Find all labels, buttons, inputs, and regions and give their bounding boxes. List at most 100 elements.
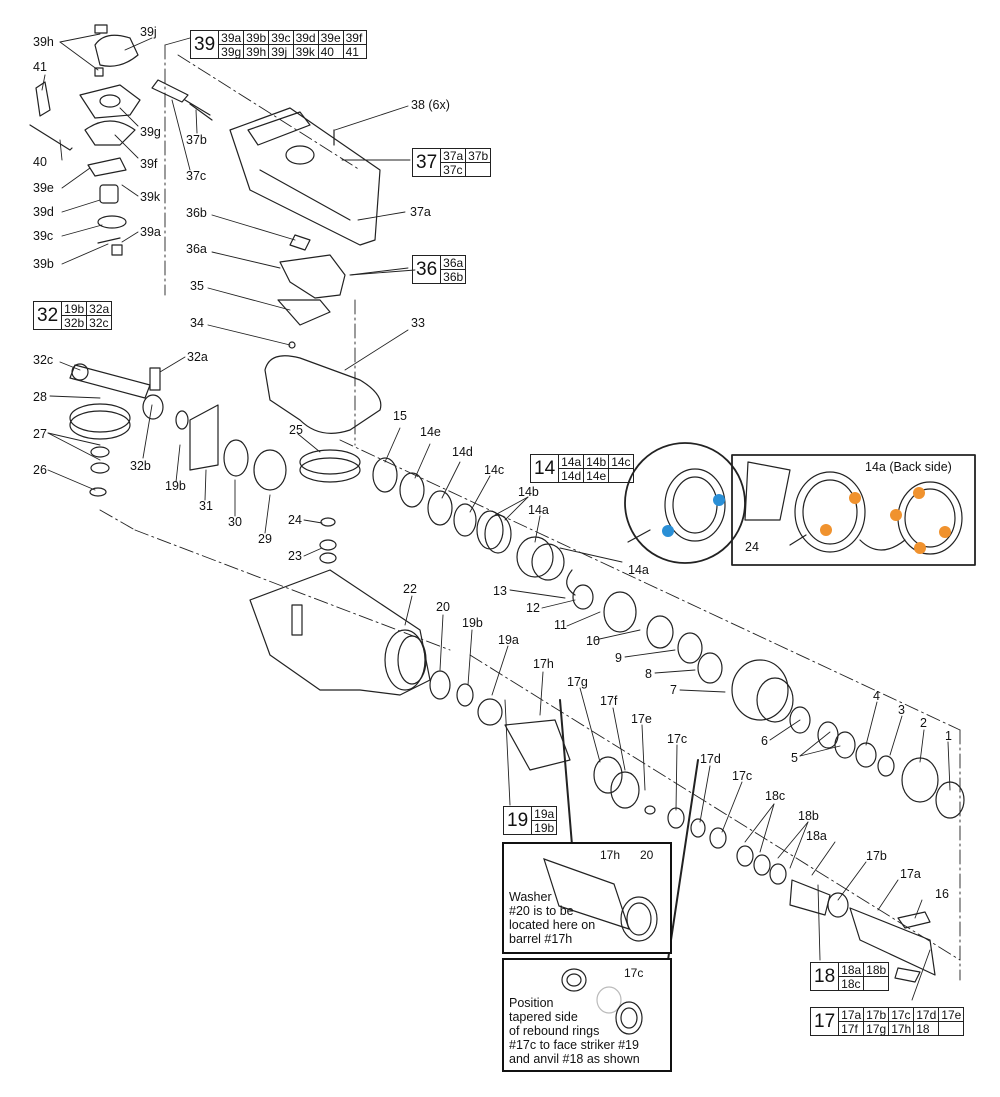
callout-markers [662,487,951,554]
part-label: 17h [533,657,554,671]
part-label: 17c [732,769,753,783]
note-caption-17c: 17c [624,966,644,980]
part-label: 11 [554,618,567,632]
part-label: 40 [33,155,47,169]
part-label: 14a [628,563,649,577]
part-label: 20 [436,600,450,614]
part-label: 10 [586,634,600,648]
part-label: 18b [798,809,819,823]
note-caption-20: 20 [640,848,654,862]
part-36 [279,234,346,299]
part-label: 15 [393,409,407,423]
detail-box-back-side [731,454,976,566]
note-rebound-rings: 17c Position tapered side of rebound rin… [502,958,672,1072]
part-label: 32c [33,353,54,367]
part-label: 32b [130,459,151,473]
part-label: 17e [631,712,652,726]
part-label: 17a [900,867,921,881]
part-label: 39j [140,25,157,39]
part-label: 14a [528,503,549,517]
note-text-washer: Washer #20 is to be located here on barr… [509,890,596,946]
note-caption-17h: 17h [600,848,621,862]
part-label: 41 [33,60,47,74]
part-label: 8 [645,667,652,681]
part-label: 36a [186,242,207,256]
part-label: 4 [873,689,880,703]
cover-assembly-39 [29,24,141,256]
part-label: 14e [420,425,441,439]
part-label: 39h [33,35,54,49]
leader-lines [41,33,951,1001]
part-label: 37c [186,169,207,183]
part-label: 9 [615,651,622,665]
part-label: 22 [403,582,417,596]
part-label: 39f [140,157,158,171]
part-label: 6 [761,734,768,748]
part-label: 39d [33,205,54,219]
part-label: 14d [452,445,473,459]
part-label: 17d [700,752,721,766]
part-label: 33 [411,316,425,330]
part-label: 2 [920,716,927,730]
plate-35 [277,299,331,326]
part-label: 31 [199,499,213,513]
part-label: 17b [866,849,887,863]
part-label: 28 [33,390,47,404]
part-label: 30 [228,515,242,529]
part-label: 34 [190,316,204,330]
part-label: 18a [806,829,827,843]
part-label: 23 [288,549,302,563]
part-label: 17f [600,694,618,708]
part-label: 39g [140,125,161,139]
part-label: 7 [670,683,677,697]
part-label: 17c [667,732,688,746]
part-label: 14c [484,463,505,477]
part-label: 26 [33,463,47,477]
part-label: 14a (Back side) [865,460,952,474]
part-label: 37a [410,205,431,219]
note-text-rebound: Position tapered side of rebound rings #… [509,996,640,1066]
part-label: 39a [140,225,161,239]
part-label: 13 [493,584,507,598]
part-label: 1 [945,729,952,743]
part-label: 16 [935,887,949,901]
part-label: 39c [33,229,54,243]
gasket-33 [264,355,382,434]
part-label: 19b [165,479,186,493]
housing-37 [151,79,381,246]
part-label: 24 [745,540,759,554]
part-label: 14b [518,485,539,499]
part-label: 38 (6x) [411,98,450,112]
part-label: 19a [498,633,519,647]
detail-circle [624,442,746,564]
part-label: 27 [33,427,47,441]
part-label: 39b [33,257,54,271]
part-label: 36b [186,206,207,220]
note-washer-location: 17h 20 Washer #20 is to be located here … [502,842,672,954]
crank-group [69,363,361,564]
part-label: 3 [898,703,905,717]
part-label: 39e [33,181,54,195]
part-label: 17g [567,675,588,689]
part-label: 29 [258,532,272,546]
part-label: 19b [462,616,483,630]
part-label: 5 [791,751,798,765]
part-label: 18c [765,789,786,803]
part-label: 32a [187,350,208,364]
part-label: 25 [289,423,303,437]
part-label: 35 [190,279,204,293]
gearbox-22 [249,569,431,696]
rebound-rings-drawing [561,968,643,1035]
part-label: 39k [140,190,161,204]
rings-lower [429,670,936,983]
